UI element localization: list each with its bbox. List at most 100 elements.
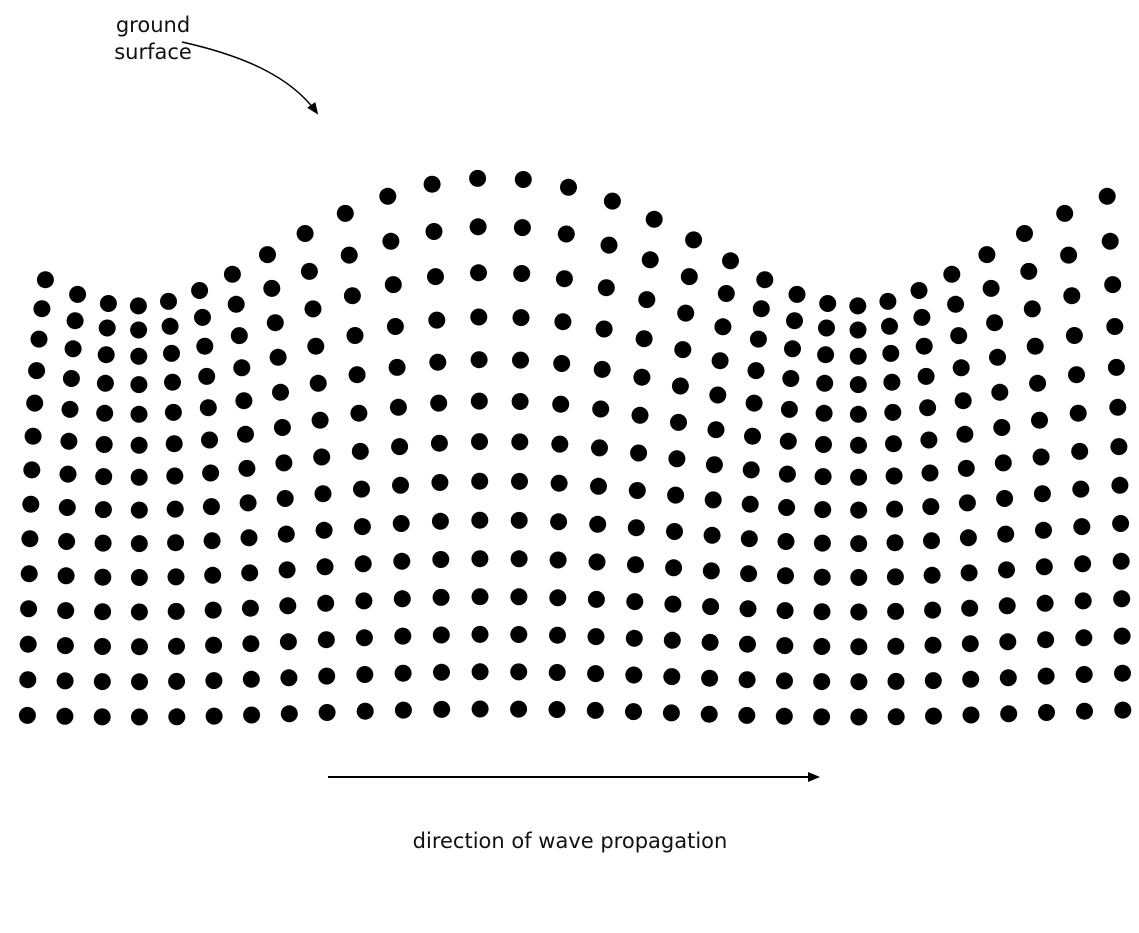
particle-dot	[550, 474, 568, 492]
particle-dot	[469, 169, 487, 187]
particle-dot	[30, 330, 48, 348]
particle-dot	[586, 701, 604, 719]
particle-dot	[638, 291, 656, 309]
particle-dot	[317, 631, 335, 649]
particle-dot	[850, 436, 867, 454]
particle-dot	[1036, 594, 1054, 612]
particle-dot	[816, 374, 834, 392]
particle-dot	[1101, 232, 1119, 250]
particle-dot	[351, 442, 369, 460]
particle-dot	[947, 295, 965, 313]
particle-dot	[548, 701, 566, 718]
particle-dot	[996, 490, 1014, 507]
particle-dot	[394, 701, 412, 719]
particle-dot	[353, 480, 370, 498]
particle-dot	[1023, 300, 1041, 318]
particle-dot	[430, 394, 448, 412]
particle-dot	[242, 670, 260, 688]
particle-dot	[278, 561, 296, 579]
particle-dot	[663, 668, 681, 686]
particle-dot	[952, 359, 970, 377]
particle-dot	[1073, 518, 1091, 536]
particle-dot	[95, 436, 113, 453]
particle-dot	[814, 468, 832, 486]
particle-dot	[999, 633, 1017, 651]
particle-dot	[315, 521, 333, 539]
particle-dot	[780, 400, 798, 418]
particle-dot	[280, 705, 298, 723]
particle-dot	[23, 461, 41, 479]
particle-dot	[705, 456, 723, 474]
particle-dot	[701, 669, 719, 687]
particle-dot	[887, 637, 905, 655]
particle-dot	[663, 631, 681, 649]
particle-dot	[167, 602, 185, 620]
particle-dot	[470, 392, 488, 410]
particle-dot	[241, 599, 259, 617]
particle-dot	[595, 320, 613, 338]
particle-dot	[198, 367, 216, 385]
particle-dot	[925, 707, 942, 725]
particle-dot	[130, 405, 148, 423]
particle-dot	[879, 292, 897, 310]
particle-dot	[166, 467, 184, 485]
particle-dot	[160, 292, 177, 310]
particle-dot	[202, 464, 220, 482]
particle-dot	[962, 706, 980, 724]
particle-dot	[130, 501, 148, 519]
particle-dot	[815, 404, 833, 422]
particle-dot	[1071, 442, 1089, 460]
particle-dot	[379, 187, 397, 205]
particle-dot	[512, 309, 530, 327]
particle-dot	[259, 246, 276, 264]
particle-dot	[591, 439, 608, 457]
particle-dot	[722, 252, 739, 270]
particle-dot	[961, 599, 979, 617]
particle-dot	[603, 192, 621, 210]
particle-dot	[318, 667, 336, 685]
particle-dot	[313, 448, 331, 466]
particle-dot	[60, 432, 78, 450]
particle-dot	[756, 271, 774, 289]
particle-dot	[641, 251, 659, 269]
particle-dot	[511, 393, 529, 410]
particle-dot	[311, 411, 329, 429]
particle-dot	[1113, 590, 1131, 608]
particle-dot	[784, 340, 801, 358]
particle-dot	[1016, 225, 1033, 242]
particle-dot	[33, 300, 51, 318]
particle-dot	[631, 406, 649, 424]
particle-dot	[778, 465, 796, 483]
particle-dot	[429, 353, 447, 371]
particle-dot	[356, 666, 374, 683]
particle-dot	[204, 566, 222, 584]
particle-dot	[393, 590, 411, 608]
particle-dot	[850, 603, 868, 621]
particle-dot	[277, 525, 295, 543]
particle-dot	[744, 427, 761, 445]
particle-dot	[18, 706, 36, 724]
particle-dot	[1106, 318, 1124, 335]
particle-dot	[548, 664, 566, 681]
particle-dot	[738, 671, 756, 689]
particle-dot	[316, 558, 334, 576]
particle-dot	[272, 383, 289, 401]
ground-surface-label-line1: ground	[115, 13, 191, 37]
particle-dot	[813, 568, 831, 586]
particle-dot	[850, 501, 868, 519]
particle-dot	[962, 670, 980, 688]
particle-dot	[885, 467, 903, 485]
particle-dot	[999, 669, 1017, 687]
particle-dot	[589, 515, 607, 533]
particle-dot	[1075, 629, 1093, 647]
particle-dot	[954, 392, 972, 410]
particle-dot	[707, 421, 725, 439]
particle-dot	[776, 637, 794, 655]
particle-dot	[782, 370, 800, 387]
particle-dot	[1112, 515, 1130, 532]
particle-dot	[243, 706, 261, 724]
particle-dot	[1114, 701, 1132, 719]
particle-dot	[747, 362, 765, 380]
particle-dot	[924, 672, 942, 690]
